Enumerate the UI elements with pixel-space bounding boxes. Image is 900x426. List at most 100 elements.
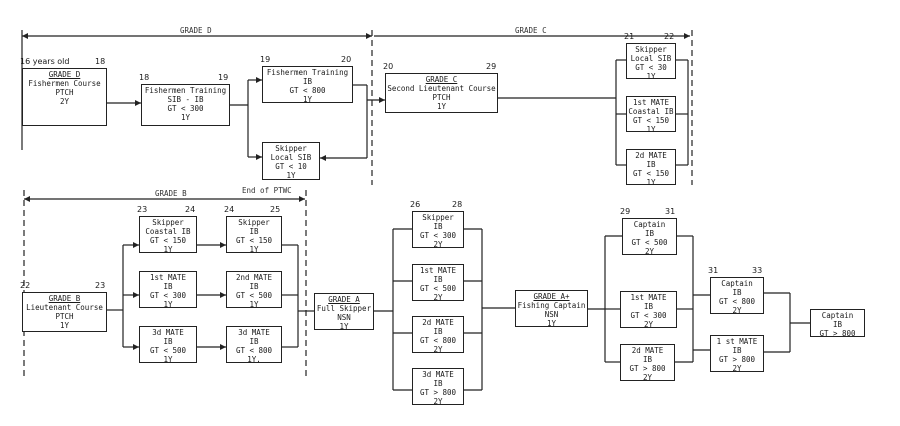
start-age: 29 xyxy=(620,207,631,216)
node-line: GT < 150 xyxy=(632,169,670,178)
node-line: GT < 500 xyxy=(631,238,668,247)
node-line: 1Y xyxy=(646,72,656,81)
node-line: 2Y xyxy=(59,97,70,106)
node-line: IB xyxy=(732,346,742,355)
node-line: 2Y xyxy=(433,397,443,406)
node-line: Fishing Captain xyxy=(517,301,586,310)
node-line: Second Lieutenant Course xyxy=(387,84,496,93)
start-age: 20 xyxy=(383,62,394,71)
node-line: GRADE A+ xyxy=(533,292,570,301)
end-age: 29 xyxy=(486,62,497,71)
node-line: IB xyxy=(302,77,313,86)
end-age: 31 xyxy=(665,207,676,216)
node-line: GT < 500 xyxy=(419,284,457,293)
start-age: 24 xyxy=(224,205,235,214)
node-line: IB xyxy=(732,288,742,297)
node-line: Coastal IB xyxy=(145,227,191,236)
node-line: GT < 300 xyxy=(630,311,667,320)
node-line: GT < 800 xyxy=(289,86,326,95)
node-line: 2d MATE xyxy=(631,346,664,355)
end-ptwc-label: End of PTWC xyxy=(242,186,292,195)
node-line: 1Y xyxy=(646,178,656,187)
node-line: NSN xyxy=(544,310,559,319)
node-line: SIB - IB xyxy=(167,95,204,104)
end-age: 33 xyxy=(752,266,763,275)
end-age: 25 xyxy=(270,205,281,214)
node-line: IB xyxy=(433,379,443,388)
node-line: 3d MATE xyxy=(422,370,454,379)
start-age: 19 xyxy=(260,55,271,64)
node-line: Local SIB xyxy=(630,54,672,63)
node-line: 1st MATE xyxy=(630,293,667,302)
node-line: IB xyxy=(249,337,259,346)
node-line: GRADE D xyxy=(48,70,81,79)
node-line: 3d MATE xyxy=(238,328,270,337)
start-age: 18 xyxy=(139,73,150,82)
node-line: IB xyxy=(433,222,443,231)
end-age: 24 xyxy=(185,205,196,214)
node-line: 1Y xyxy=(302,95,313,104)
node-line: GT < 150 xyxy=(235,236,273,245)
end-age: 22 xyxy=(664,32,675,41)
start-age: 16 years old xyxy=(20,57,70,66)
node-line: GT < 150 xyxy=(149,236,187,245)
node-line: GRADE C xyxy=(425,75,458,84)
node-line: Skipper xyxy=(152,218,184,227)
node-line: 2Y xyxy=(433,293,443,302)
node-line: GRADE A xyxy=(328,295,360,304)
end-age: 28 xyxy=(452,200,463,209)
node-line: 1Y xyxy=(249,300,259,309)
node-line: IB xyxy=(163,337,173,346)
end-age: 23 xyxy=(95,281,106,290)
node-line: 1Y xyxy=(163,300,173,309)
node-line: Lieutenant Course xyxy=(26,303,103,312)
node-line: 2Y xyxy=(732,364,742,373)
grade-b-label: GRADE B xyxy=(155,189,187,198)
start-age: 31 xyxy=(708,266,719,275)
node-line: 2Y xyxy=(433,240,443,249)
node-line: Skipper xyxy=(422,213,454,222)
node-line: 2Y xyxy=(732,306,742,315)
node-line: GT < 150 xyxy=(632,116,670,125)
node-line: Captain xyxy=(721,279,753,288)
start-age: 21 xyxy=(624,32,635,41)
node-line: IB xyxy=(644,229,655,238)
node-line: 1Y. xyxy=(247,355,261,364)
node-line: Skipper xyxy=(275,144,307,153)
start-age: 26 xyxy=(410,200,421,209)
node-line: 1Y xyxy=(249,245,259,254)
node-line: Fishermen Course xyxy=(28,79,101,88)
node-line: Fishermen Training xyxy=(144,86,227,95)
node-line: IB xyxy=(433,275,443,284)
node-line: PTCH xyxy=(55,312,74,321)
node-line: 1Y xyxy=(163,355,173,364)
start-age: 23 xyxy=(137,205,148,214)
node-line: Skipper xyxy=(238,218,270,227)
node-line: GT < 300 xyxy=(149,291,187,300)
node-line: 1Y xyxy=(59,321,70,330)
node-line: Full Skipper xyxy=(316,304,372,313)
node-line: GT < 500 xyxy=(149,346,187,355)
node-line: 2Y xyxy=(644,247,655,256)
node-line: GT < 800 xyxy=(718,297,756,306)
node-line: IB xyxy=(643,302,654,311)
node-line: 1Y xyxy=(646,125,656,134)
node-line: GT < 10 xyxy=(275,162,307,171)
